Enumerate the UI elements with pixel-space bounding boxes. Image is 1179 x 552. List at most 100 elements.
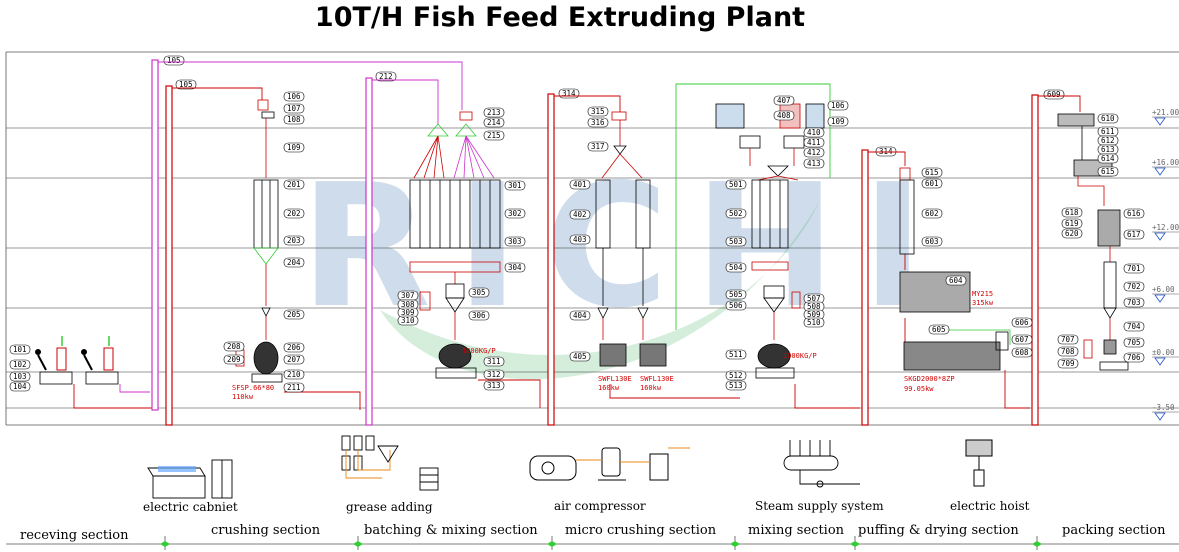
tag: 604 [945, 275, 967, 286]
tag: 103 [9, 371, 31, 382]
mixer-capacity-1: 1000KG/P [462, 347, 496, 355]
elevators [151, 59, 1039, 426]
tag: 315 [587, 106, 609, 117]
svg-text:618: 618 [1065, 208, 1079, 217]
aux-label-air-compressor: air compressor [554, 499, 646, 513]
section-ruler [6, 536, 1179, 550]
svg-text:+12.00: +12.00 [1152, 223, 1179, 232]
svg-text:701: 701 [1127, 264, 1141, 273]
tag: 109 [283, 142, 305, 153]
tag: 211 [283, 382, 305, 393]
svg-text:309: 309 [401, 308, 415, 317]
svg-text:608: 608 [1015, 348, 1029, 357]
svg-text:±0.00: ±0.00 [1152, 348, 1175, 357]
tag: 611 [1097, 126, 1119, 137]
svg-text:109: 109 [287, 143, 301, 152]
section-label-crushing: crushing section [211, 523, 321, 538]
page-title: 10T/H Fish Feed Extruding Plant [314, 2, 806, 33]
svg-text:207: 207 [287, 355, 301, 364]
svg-text:403: 403 [573, 235, 587, 244]
tag: 314 [875, 146, 897, 157]
tag: 201 [283, 179, 305, 190]
tag: 213 [483, 107, 505, 118]
svg-text:510: 510 [807, 318, 821, 327]
svg-text:408: 408 [777, 111, 791, 120]
tag: 702 [1123, 281, 1145, 292]
tag: 205 [283, 309, 305, 320]
tag: 403 [569, 234, 591, 245]
tag: 705 [1123, 337, 1145, 348]
tag: 405 [569, 351, 591, 362]
extruder-power: 315kw [972, 299, 994, 307]
tag: 304 [504, 262, 526, 273]
level-marker: +12.00 [1152, 223, 1179, 241]
svg-text:503: 503 [729, 237, 743, 246]
mixer-capacity-2: 1000KG/P [783, 352, 817, 360]
tag: 708 [1057, 346, 1079, 357]
aux-label-electric-cabinet: electric cabniet [143, 500, 238, 514]
svg-text:203: 203 [287, 236, 301, 245]
tag: 307 [397, 290, 419, 301]
svg-text:615: 615 [1101, 167, 1115, 176]
level-marker: +21.00 [1152, 108, 1179, 126]
tag: 411 [803, 137, 825, 148]
svg-text:205: 205 [287, 310, 301, 319]
tag: 101 [9, 344, 31, 355]
svg-text:107: 107 [287, 104, 301, 113]
svg-text:614: 614 [1101, 154, 1115, 163]
svg-text:502: 502 [729, 209, 743, 218]
svg-text:308: 308 [401, 300, 415, 309]
svg-text:405: 405 [573, 352, 587, 361]
tag: 615 [1097, 166, 1119, 177]
svg-text:611: 611 [1101, 127, 1115, 136]
aux-label-electric-hoist: electric hoist [950, 499, 1030, 513]
svg-text:211: 211 [287, 383, 301, 392]
tag: 706 [1123, 352, 1145, 363]
tag: 404 [569, 310, 591, 321]
tag: 410 [803, 127, 825, 138]
tag: 407 [773, 95, 795, 106]
batching-area [409, 111, 501, 379]
svg-text:314: 314 [562, 89, 576, 98]
svg-text:706: 706 [1127, 353, 1141, 362]
tag: 202 [283, 208, 305, 219]
svg-text:204: 204 [287, 258, 301, 267]
tag: 214 [483, 117, 505, 128]
svg-text:412: 412 [807, 148, 821, 157]
tag: 104 [9, 381, 31, 392]
tag: 102 [9, 359, 31, 370]
tag: 620 [1061, 228, 1083, 239]
svg-text:301: 301 [508, 181, 522, 190]
svg-text:212: 212 [379, 72, 393, 81]
svg-text:507: 507 [807, 294, 821, 303]
svg-text:411: 411 [807, 138, 821, 147]
svg-text:214: 214 [487, 118, 501, 127]
crushing-area [235, 99, 283, 383]
svg-text:313: 313 [487, 381, 501, 390]
svg-text:407: 407 [777, 96, 791, 105]
svg-text:+6.00: +6.00 [1152, 285, 1175, 294]
svg-text:511: 511 [729, 350, 743, 359]
svg-text:305: 305 [472, 288, 486, 297]
tag: 209 [223, 354, 245, 365]
tag: 707 [1057, 334, 1079, 345]
elevator-tags: 105 105 212 314 314 609 [163, 55, 1065, 157]
tag: 612 [1097, 135, 1119, 146]
svg-text:312: 312 [487, 370, 501, 379]
svg-text:413: 413 [807, 159, 821, 168]
level-marker: ±0.00 [1152, 348, 1179, 366]
svg-text:620: 620 [1065, 229, 1079, 238]
svg-text:616: 616 [1127, 209, 1141, 218]
svg-text:202: 202 [287, 209, 301, 218]
tag: 601 [921, 178, 943, 189]
conveying-lines [158, 61, 1081, 410]
svg-text:109: 109 [831, 117, 845, 126]
tag: 317 [587, 141, 609, 152]
svg-text:108: 108 [287, 115, 301, 124]
svg-text:213: 213 [487, 108, 501, 117]
svg-text:603: 603 [925, 237, 939, 246]
svg-text:101: 101 [13, 345, 27, 354]
packing-tags: 610 611 612 613 614 615 616 617 618 619 … [1057, 113, 1145, 369]
tag: 502 [725, 208, 747, 219]
pulverizer-1-model: SWFL130E [598, 375, 632, 383]
